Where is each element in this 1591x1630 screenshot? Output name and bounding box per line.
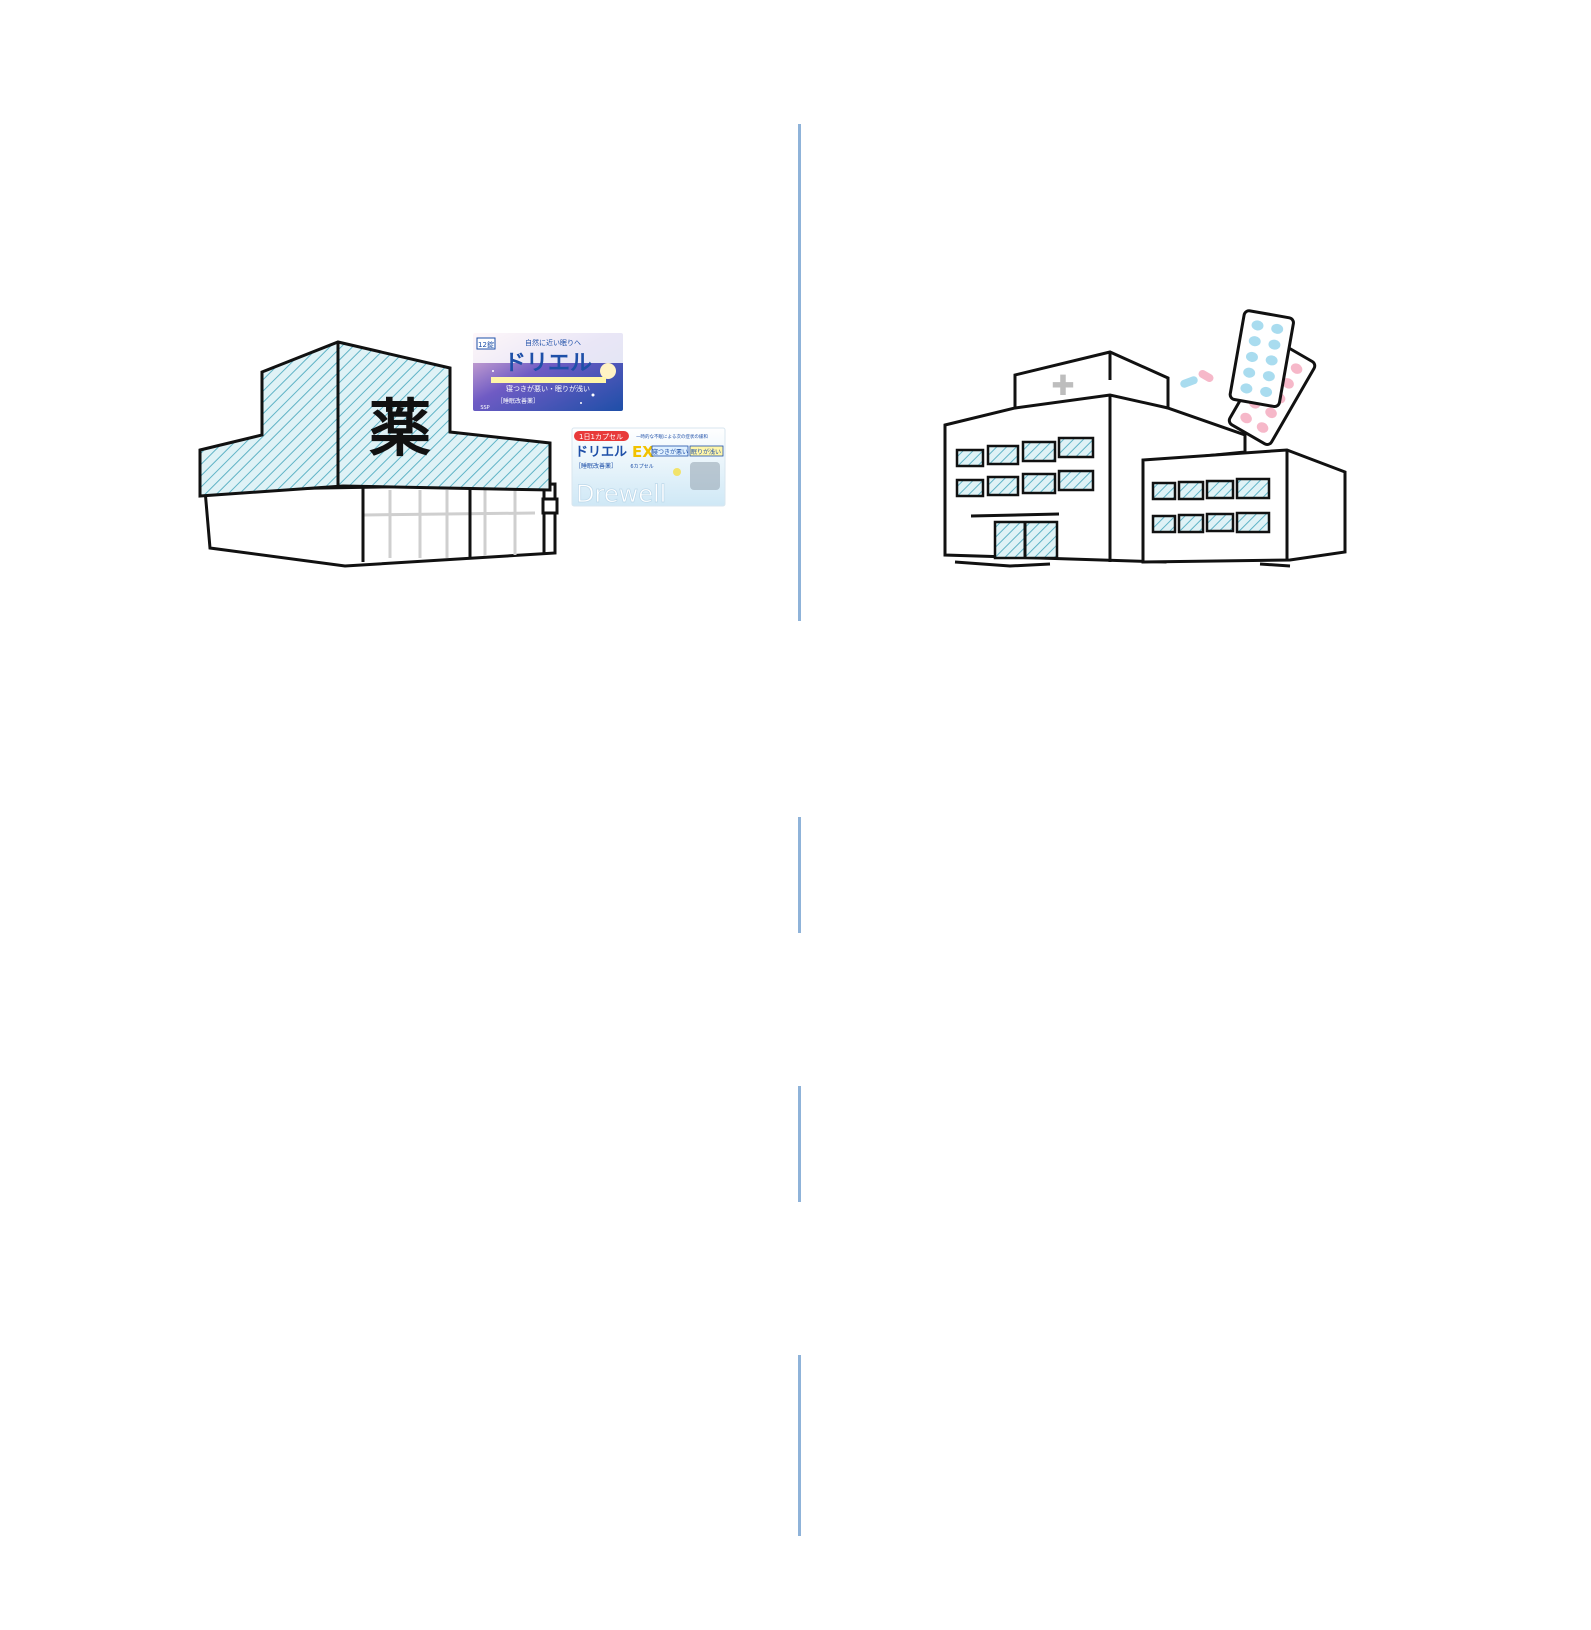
product-maker: SSP	[480, 405, 489, 411]
hospital-cross: ✚	[1051, 369, 1074, 402]
product-box-doriel-ex: 1日1カプセル 一時的な不眠による次の症状の緩和 ドリエル EX 寝つきが悪い …	[571, 427, 726, 508]
column-divider-3	[798, 1086, 801, 1202]
pill-blister-blue	[1228, 309, 1295, 409]
store-building: 薬	[198, 340, 559, 568]
product2-note: 一時的な不眠による次の症状の緩和	[636, 433, 708, 440]
drugstore-illustration: 薬 12錠 自然に近い眠りへ ドリエル 寝つきが悪い・眠りが浅い ［睡眠改善薬］…	[198, 333, 726, 568]
product2-count: 6カプセル	[630, 464, 653, 470]
column-divider-4	[798, 1355, 801, 1536]
pill-capsules	[1180, 370, 1214, 388]
product2-claim-2: 眠りが浅い	[691, 448, 721, 456]
product2-badge: 1日1カプセル	[579, 433, 623, 441]
product2-watermark: Drewell	[576, 480, 666, 508]
column-divider-1	[798, 124, 801, 621]
product2-claim-1: 寝つきが悪い	[652, 448, 688, 456]
product2-brand-suffix: EX	[632, 443, 654, 461]
product2-brand: ドリエル	[575, 445, 627, 460]
product-tagline: 自然に近い眠りへ	[525, 338, 581, 347]
product-claim: 寝つきが悪い・眠りが浅い	[506, 384, 590, 393]
store-sign-kanji: 薬	[369, 392, 431, 465]
product-category: ［睡眠改善薬］	[497, 397, 539, 405]
product-brand: ドリエル	[504, 351, 592, 376]
hospital-illustration: ✚	[943, 309, 1347, 568]
hospital-building	[943, 350, 1347, 568]
product2-category: ［睡眠改善薬］	[575, 462, 617, 470]
product-box-doriel: 12錠 自然に近い眠りへ ドリエル 寝つきが悪い・眠りが浅い ［睡眠改善薬］ S…	[473, 333, 623, 411]
product-count-badge: 12錠	[478, 340, 494, 349]
column-divider-2	[798, 817, 801, 933]
